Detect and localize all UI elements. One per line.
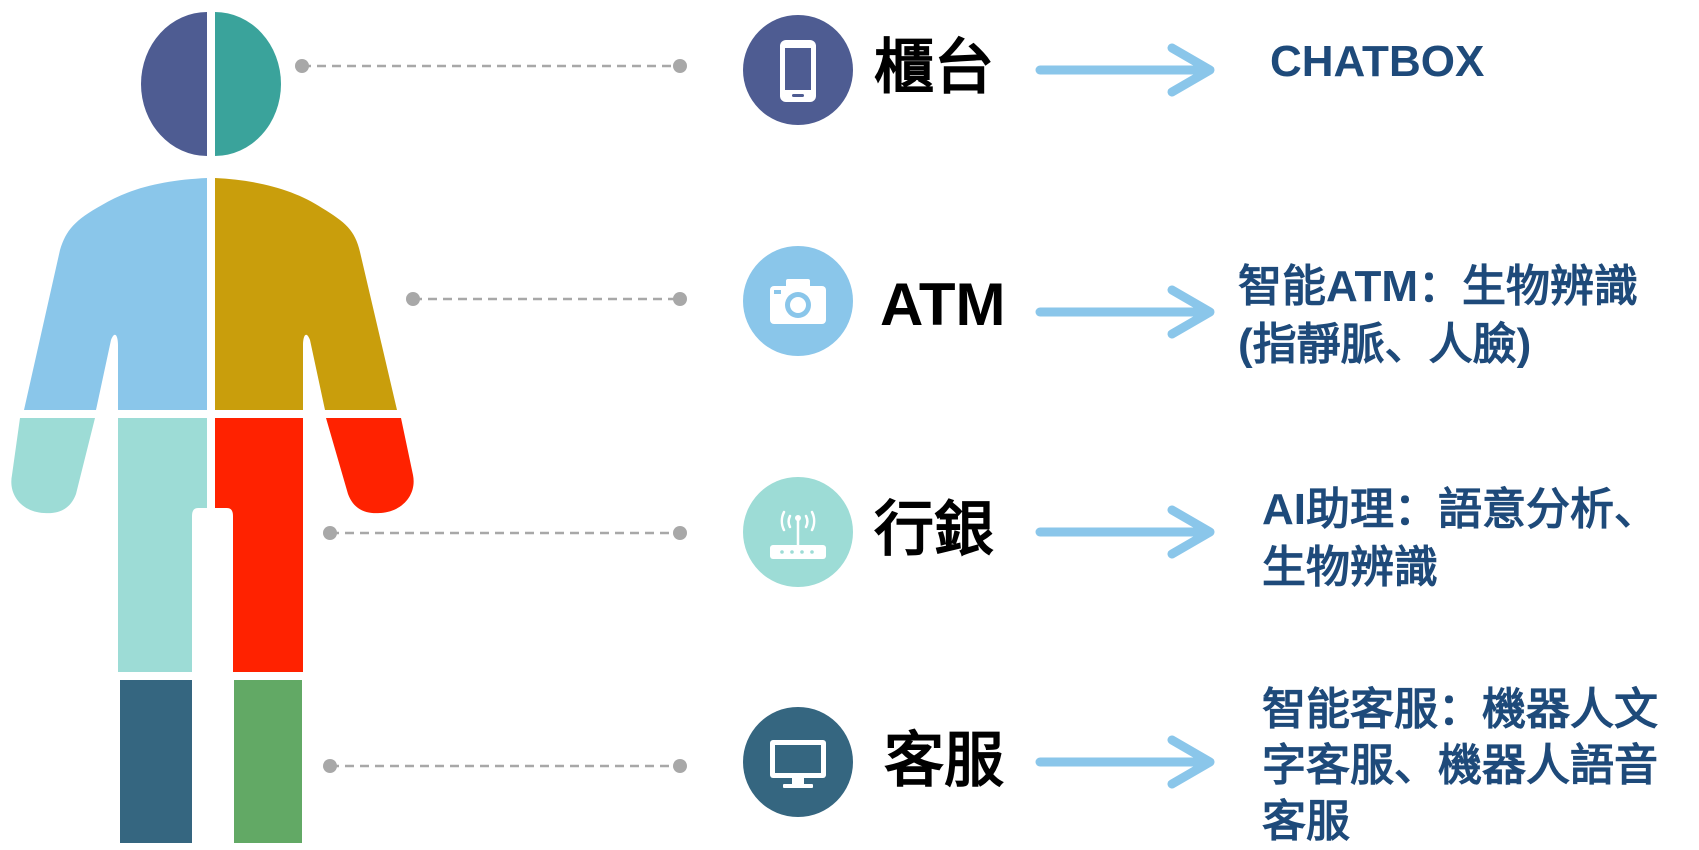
- torso-right: [215, 178, 397, 410]
- wifi-router-icon: [770, 510, 826, 559]
- body-figure: [11, 12, 414, 843]
- connector-row-1: [295, 59, 687, 73]
- camera-icon: [770, 279, 826, 324]
- channel-label-counter: 櫃台: [874, 34, 994, 101]
- description-mobile-banking: AI助理：語意分析、 生物辨識: [1262, 481, 1658, 597]
- connector-row-4: [323, 759, 687, 773]
- smartphone-icon: [780, 40, 816, 102]
- head-left-half: [141, 12, 207, 156]
- description-line: CHATBOX: [1270, 37, 1485, 86]
- leg-left-lower: [120, 680, 192, 843]
- forearm-left: [11, 418, 95, 514]
- description-line: (指靜脈、人臉): [1238, 320, 1532, 369]
- description-customer-service: 智能客服：機器人文 字客服、機器人語音 客服: [1262, 682, 1658, 850]
- description-line: 智能客服：機器人文: [1262, 685, 1658, 734]
- arrow-row-3: [1035, 505, 1215, 559]
- channel-label-customer-service: 客服: [884, 727, 1004, 794]
- description-line: AI助理：語意分析、: [1262, 485, 1658, 534]
- arrow-row-1: [1035, 43, 1215, 97]
- channel-label-mobile-banking: 行銀: [874, 496, 994, 563]
- description-counter: CHATBOX: [1270, 40, 1484, 84]
- arrow-row-4: [1035, 735, 1215, 789]
- leg-left-upper: [118, 418, 207, 672]
- description-atm: 智能ATM：生物辨識 (指靜脈、人臉): [1238, 258, 1638, 374]
- connector-row-3: [323, 526, 687, 540]
- torso-left: [24, 178, 207, 410]
- head-right-half: [215, 12, 281, 156]
- connectors: [295, 59, 687, 773]
- description-line: 客服: [1262, 797, 1350, 846]
- monitor-icon: [770, 740, 826, 788]
- row-2-icon-circle: [743, 246, 853, 356]
- row-1-icon-circle: [743, 15, 853, 125]
- row-4-icon-circle: [743, 707, 853, 817]
- arrows: [1035, 43, 1215, 789]
- arrow-row-2: [1035, 285, 1215, 339]
- description-line: 生物辨識: [1262, 543, 1438, 592]
- leg-right-lower: [234, 680, 302, 843]
- row-3-icon-circle: [743, 477, 853, 587]
- leg-right-upper: [215, 418, 303, 672]
- connector-row-2: [406, 292, 687, 306]
- description-line: 智能ATM：生物辨識: [1238, 262, 1639, 311]
- forearm-right: [326, 418, 414, 514]
- channel-label-atm: ATM: [880, 271, 1006, 338]
- description-line: 字客服、機器人語音: [1262, 741, 1658, 790]
